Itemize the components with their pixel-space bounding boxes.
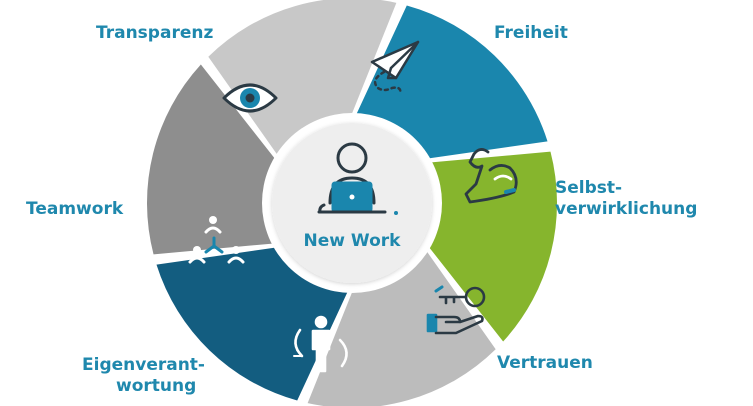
eye-icon [222,83,278,113]
label-teamwork-line-1: Teamwork [26,199,124,219]
segment-teamwork [147,64,279,255]
label-eigenverantwortung: Eigenverant- wortung [82,355,205,397]
segment-vertrauen [307,246,496,406]
person-cycle-icon [293,315,348,373]
flexed-arm-icon [464,148,518,204]
label-eigen-line-2: wortung [116,376,197,396]
label-freiheit-line-1: Freiheit [494,23,568,43]
label-selbstverwirklichung: Selbst- verwirklichung [555,178,697,220]
segment-transparenz [208,0,397,160]
label-eigen-line-1: Eigenverant- [82,355,205,375]
segment-freiheit [354,5,548,160]
label-transparenz: Transparenz [96,23,213,44]
segment-eigen [156,246,350,401]
label-transparenz-line-1: Transparenz [96,23,214,43]
label-vertrauen: Vertrauen [497,353,593,374]
person-at-laptop-icon [317,142,398,215]
label-teamwork: Teamwork [26,199,123,220]
label-selbst-line-2: verwirklichung [555,199,698,219]
key-in-hand-icon [426,285,486,335]
paper-plane-icon [370,40,420,96]
center-label: New Work [304,231,402,251]
label-freiheit: Freiheit [494,23,568,44]
segment-selbst [425,151,557,342]
team-network-icon [188,216,245,264]
label-selbst-line-1: Selbst- [555,178,623,198]
label-vertrauen-line-1: Vertrauen [497,353,593,373]
